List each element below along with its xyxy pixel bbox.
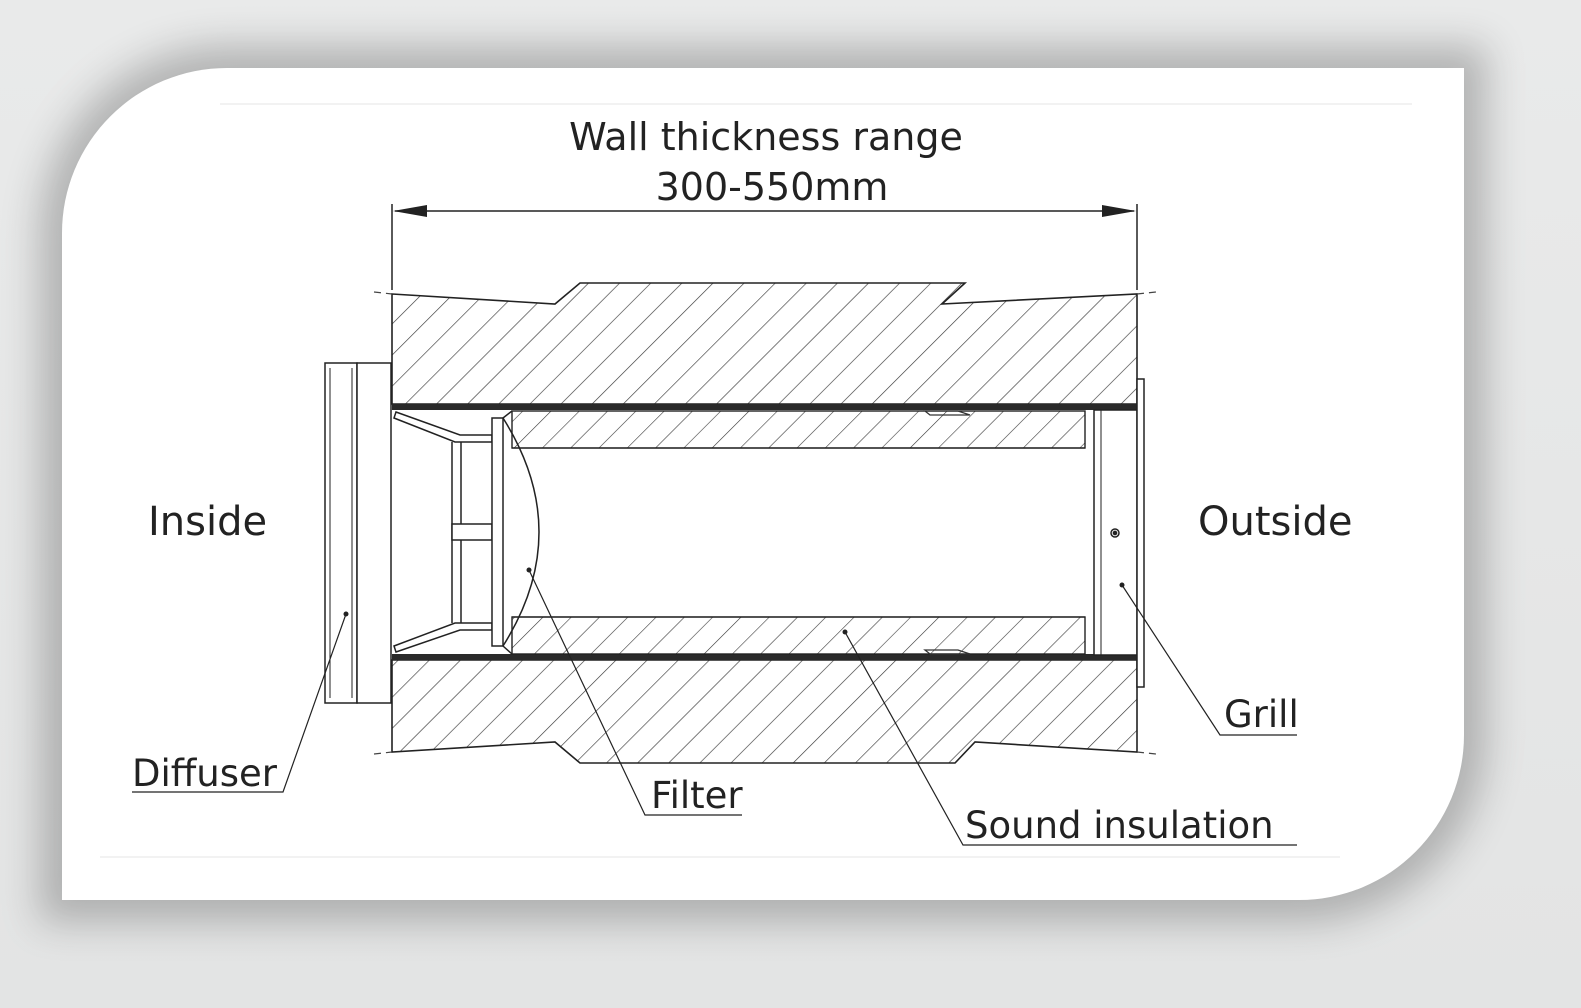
wall-sleeve-diagram: Wall thickness range 300-550mm Inside Ou… bbox=[100, 103, 1412, 858]
leader-filter bbox=[528, 569, 742, 816]
dimension-arrow bbox=[391, 204, 1138, 290]
grill bbox=[1093, 378, 1145, 688]
wall-lower bbox=[373, 659, 1157, 764]
label-sound-insulation: Sound insulation bbox=[965, 804, 1274, 847]
dimension-title: Wall thickness range bbox=[569, 115, 963, 159]
filter bbox=[491, 410, 540, 655]
sound-insulation-lower bbox=[511, 616, 1086, 655]
label-inside: Inside bbox=[148, 499, 267, 545]
sound-insulation-upper bbox=[511, 410, 1086, 449]
leader-dots bbox=[343, 567, 1125, 635]
sleeve-clips bbox=[923, 410, 971, 655]
wall-upper bbox=[373, 282, 1157, 405]
dimension-value: 300-550mm bbox=[656, 165, 889, 209]
leader-grill bbox=[1121, 584, 1297, 736]
label-filter: Filter bbox=[651, 774, 743, 817]
label-outside: Outside bbox=[1198, 499, 1352, 545]
diffuser bbox=[324, 362, 392, 704]
leader-sound-insulation bbox=[844, 631, 1297, 846]
diagram-card: Wall thickness range 300-550mm Inside Ou… bbox=[62, 68, 1464, 900]
diffuser-cone bbox=[393, 411, 493, 653]
leader-diffuser bbox=[132, 613, 347, 793]
sleeve-pipe bbox=[392, 404, 1137, 660]
leader-lines bbox=[132, 569, 1297, 846]
label-grill: Grill bbox=[1224, 693, 1299, 736]
label-diffuser: Diffuser bbox=[132, 752, 278, 795]
